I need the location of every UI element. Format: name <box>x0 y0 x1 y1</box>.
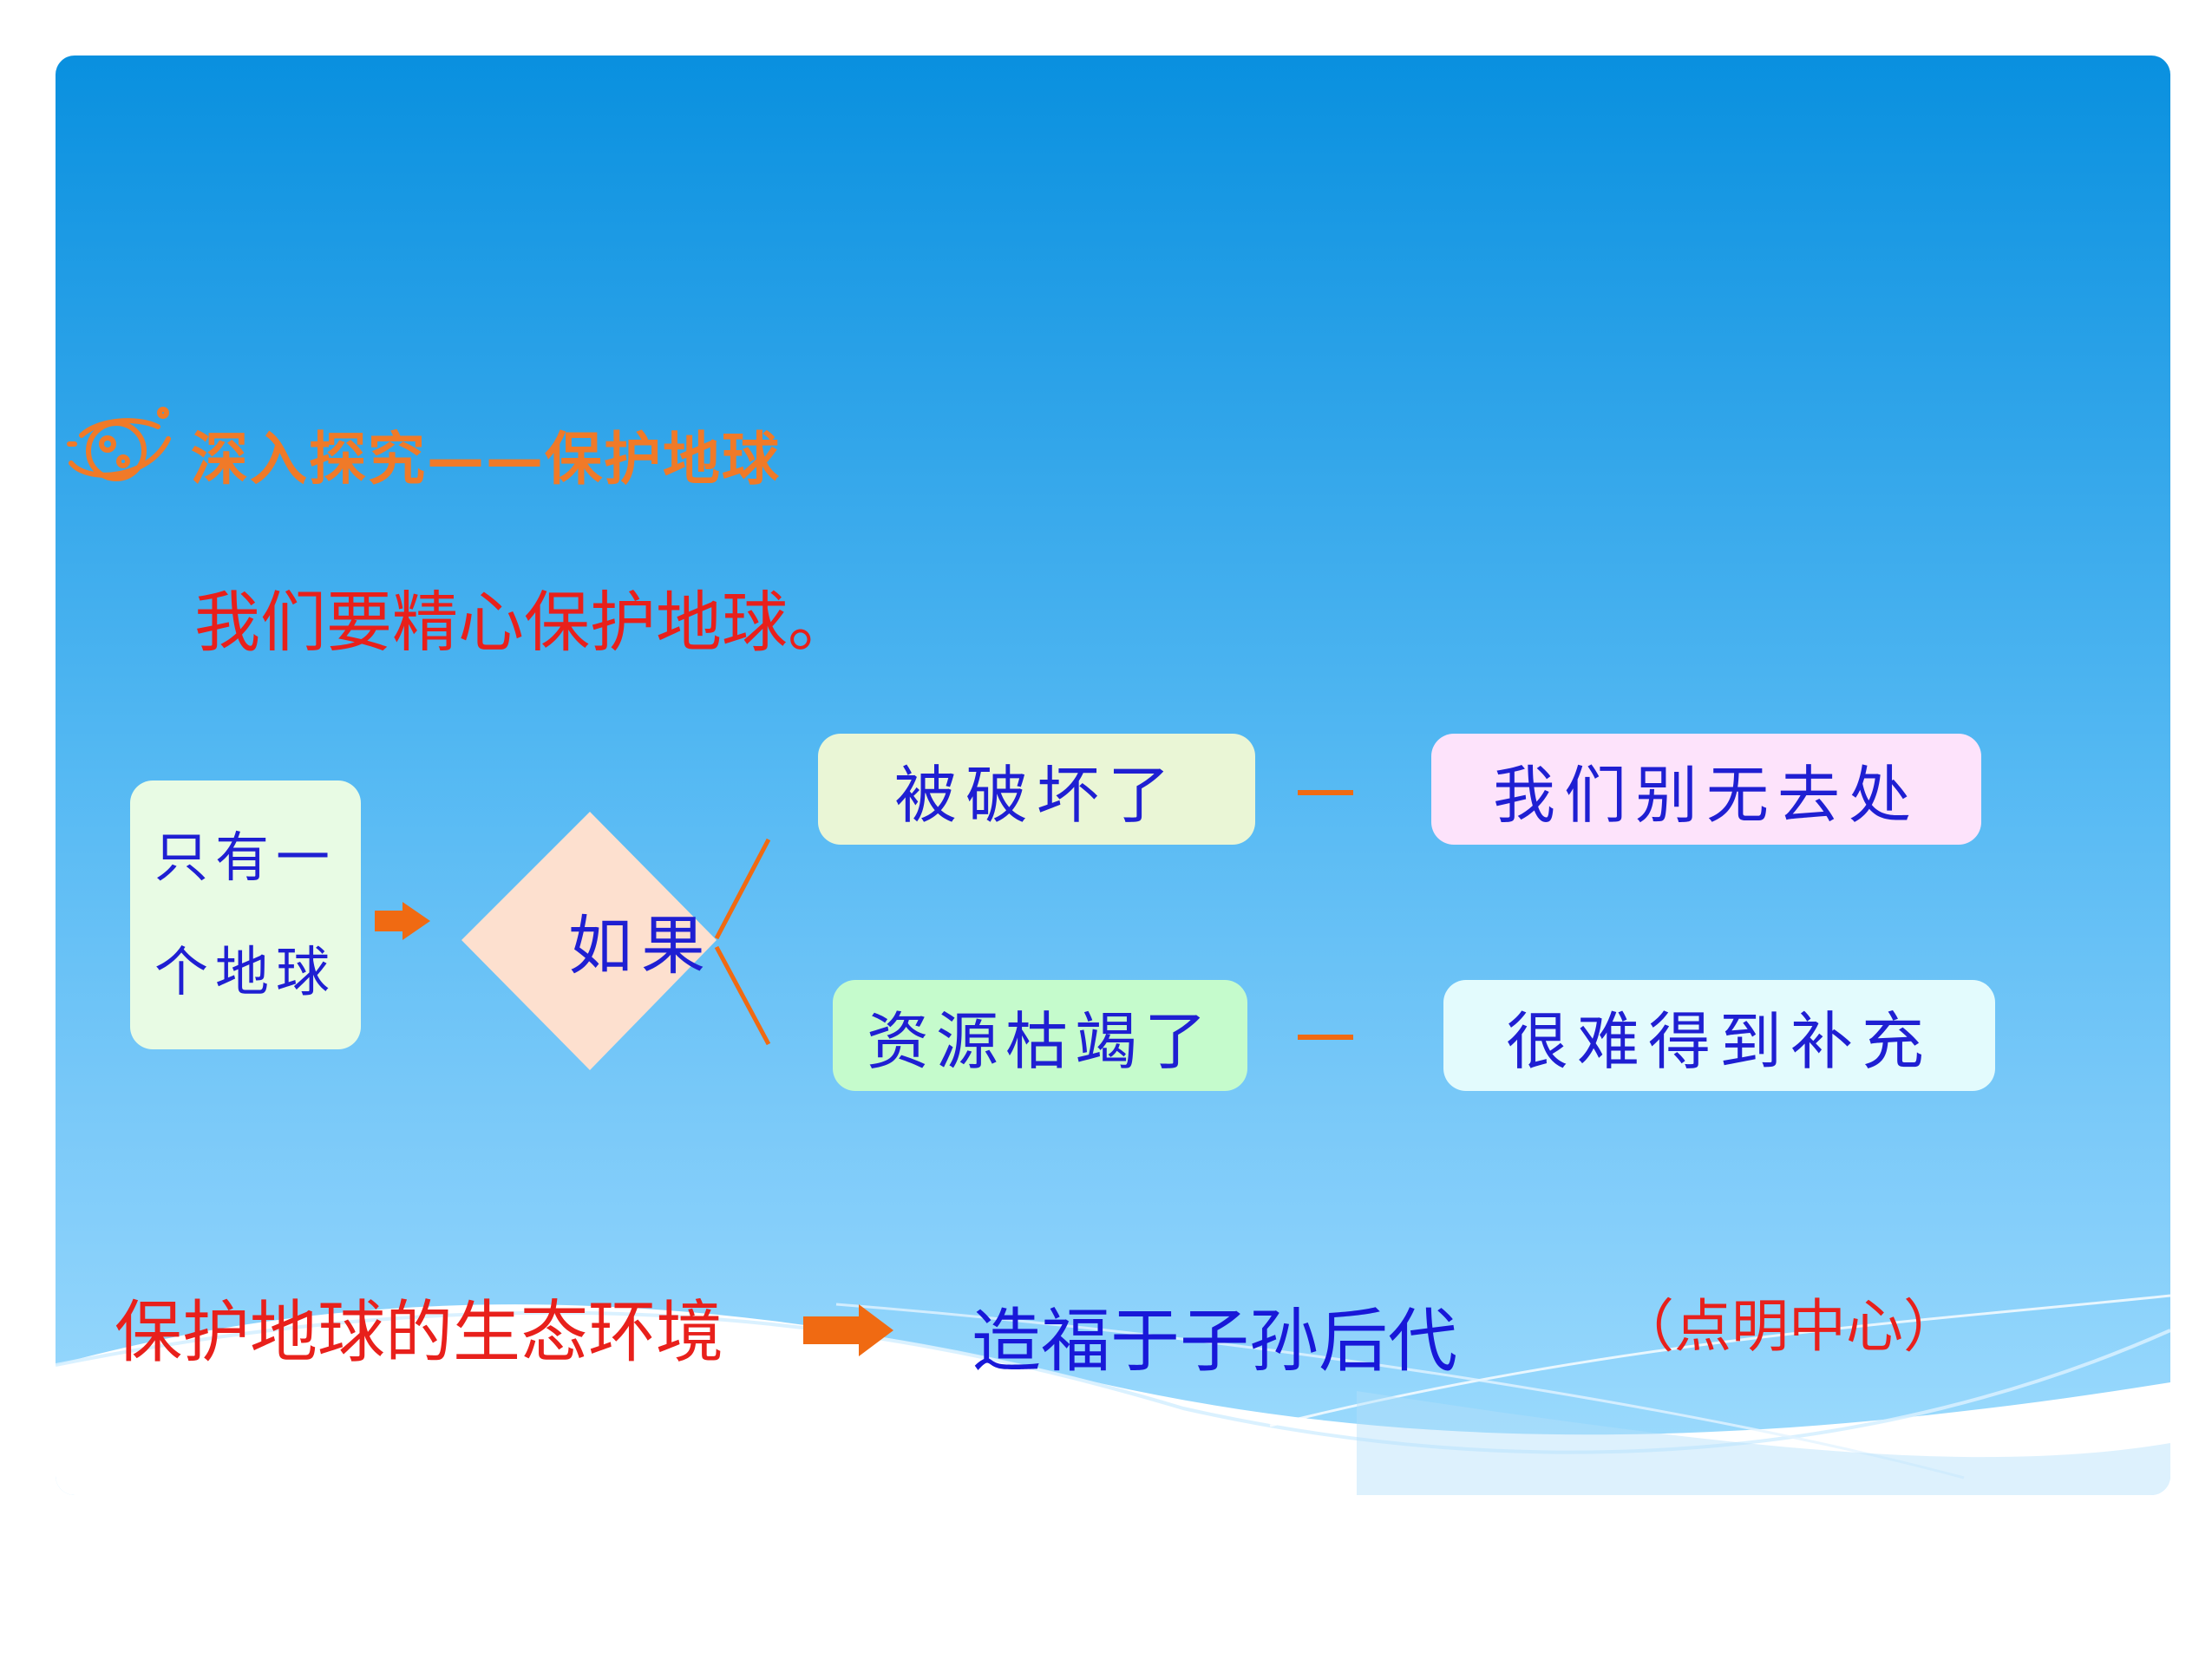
conclusion-left: 保护地球的生态环境 <box>115 1294 724 1372</box>
central-idea-note: （点明中心） <box>1617 1293 1960 1360</box>
section-heading-text: 深入探究——保护地球 <box>191 426 781 493</box>
start-box: 只有一 个地球 <box>130 781 361 1049</box>
result-box-2: 很难得到补充 <box>1443 980 1995 1091</box>
cause-box-1: 被破坏了 <box>818 734 1255 845</box>
main-sentence: 我们要精心保护地球。 <box>194 584 854 661</box>
planet-icon <box>67 407 171 481</box>
result-box-1: 我们别无去处 <box>1431 734 1981 845</box>
start-line-1: 只有一 <box>154 826 337 889</box>
condition-label: 如果 <box>568 908 714 983</box>
conclusion-right: 造福于子孙后代 <box>972 1301 1457 1381</box>
start-line-2: 个地球 <box>154 940 337 1003</box>
wave-decoration <box>56 1294 2170 1495</box>
cause-box-2: 资源枯竭了 <box>833 980 1247 1091</box>
slide: 深入探究——保护地球 我们要精心保护地球。 只有一 个地球 如果 被破坏了 我们… <box>56 56 2170 1495</box>
